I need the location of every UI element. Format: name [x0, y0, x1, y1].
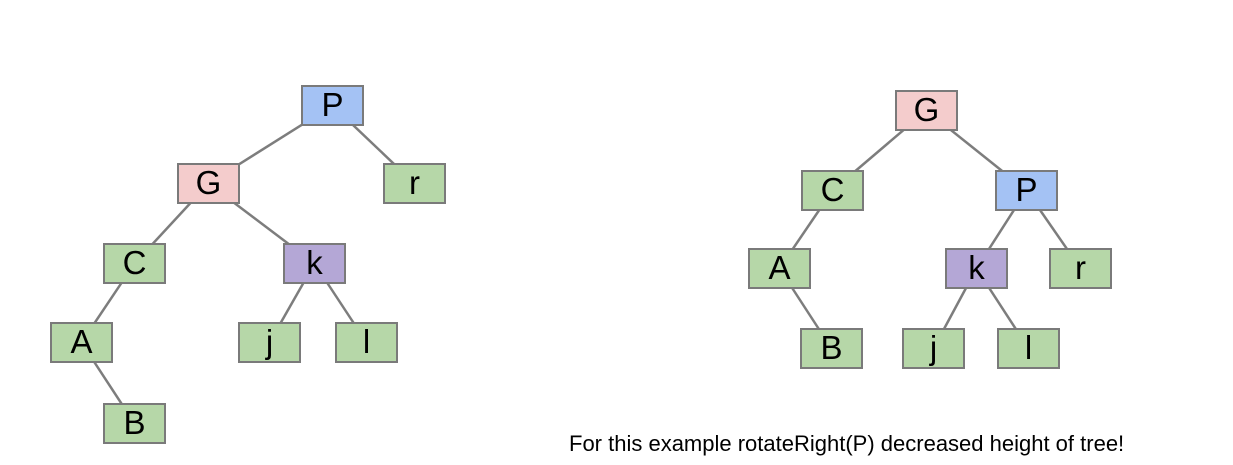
tree-before-rotation-node-C: C	[103, 243, 166, 284]
tree-after-rotation-node-r: r	[1049, 248, 1112, 289]
tree-after-rotation-node-A: A	[748, 248, 811, 289]
figure-caption: For this example rotateRight(P) decrease…	[569, 431, 1125, 456]
tree-after-rotation-node-j: j	[902, 328, 965, 369]
tree-after-rotation-node-l: l	[997, 328, 1060, 369]
tree-before-rotation-node-P: P	[301, 85, 364, 126]
tree-before-rotation-node-j: j	[238, 322, 301, 363]
tree-before-rotation-node-B: B	[103, 403, 166, 444]
tree-after-rotation-node-C: C	[801, 170, 864, 211]
tree-before-rotation-node-k: k	[283, 243, 346, 284]
tree-after-rotation-node-k: k	[945, 248, 1008, 289]
tree-before-rotation-node-r: r	[383, 163, 446, 204]
tree-after-rotation-node-G: G	[895, 90, 958, 131]
tree-before-rotation-node-l: l	[335, 322, 398, 363]
tree-before-rotation-node-A: A	[50, 322, 113, 363]
tree-after-rotation-node-P: P	[995, 170, 1058, 211]
tree-after-rotation-node-B: B	[800, 328, 863, 369]
tree-before-rotation-node-G: G	[177, 163, 240, 204]
